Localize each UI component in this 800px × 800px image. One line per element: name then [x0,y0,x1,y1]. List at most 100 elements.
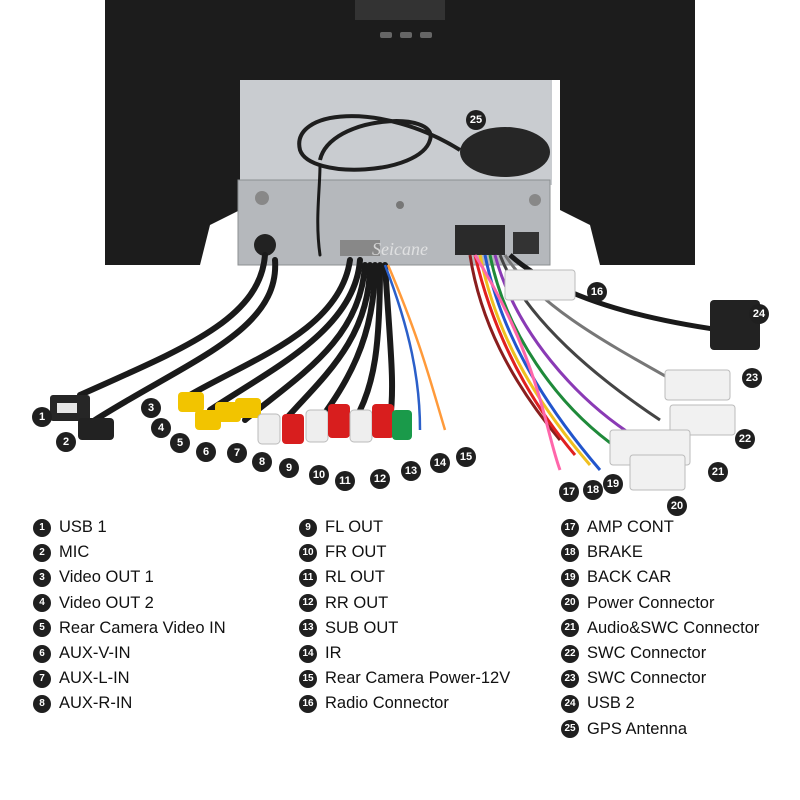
callout-3: 3 [141,398,161,418]
rca-rl-out [349,409,373,443]
legend-number: 24 [561,694,579,713]
callout-8: 8 [252,452,272,472]
rca-video-out-2 [195,410,221,430]
legend-number: 16 [299,694,317,713]
legend-item: 17 AMP CONT [561,515,759,540]
gps-cable [297,114,462,172]
callout-2: 2 [56,432,76,452]
legend-number: 25 [561,720,579,739]
watermark-text: Seicane [372,239,428,259]
rca-fl-out [305,409,329,443]
legend-item: 4 Video OUT 2 [33,591,226,616]
legend-number: 17 [561,518,579,537]
legend-number: 4 [33,594,51,613]
legend-item: 19 BACK CAR [561,565,759,590]
callout-16: 16 [587,282,607,302]
rca-fr-out [328,404,350,438]
frame-screw-2 [400,32,412,38]
legend-item: 22 SWC Connector [561,641,759,666]
legend-number: 6 [33,644,51,663]
legend-number: 15 [299,669,317,688]
swc-connector-23 [664,369,731,401]
legend-label: AUX-R-IN [59,694,133,713]
usb-1-port [57,403,77,413]
legend-label: Video OUT 2 [59,593,154,612]
power-connector [629,454,686,491]
legend-item: 21 Audio&SWC Connector [561,616,759,641]
callout-12: 12 [370,469,390,489]
port-radio [513,232,539,254]
rca-aux-v-in [235,398,261,418]
callout-25: 25 [466,110,486,130]
callout-4: 4 [151,418,171,438]
legend-number: 13 [299,619,317,638]
legend-number: 9 [299,518,317,537]
legend-label: Video OUT 1 [59,568,154,587]
port-rca-block [340,240,380,256]
callout-18: 18 [583,480,603,500]
legend-label: GPS Antenna [587,719,687,738]
callout-11: 11 [335,471,355,491]
legend-number: 3 [33,568,51,587]
legend-label: AUX-V-IN [59,644,131,663]
legend-item: 3 Video OUT 1 [33,565,226,590]
rca-plugs [178,392,412,445]
callout-23: 23 [742,368,762,388]
callout-19: 19 [603,474,623,494]
legend-label: AMP CONT [587,518,674,537]
callout-5: 5 [170,433,190,453]
mic-jack [78,418,114,440]
legend-number: 11 [299,568,317,587]
swc-connector-22 [669,404,736,436]
legend-number: 22 [561,644,579,663]
legend-number: 18 [561,543,579,562]
legend-label: BACK CAR [587,568,672,587]
legend-number: 23 [561,669,579,688]
callout-15: 15 [456,447,476,467]
legend-number: 21 [561,619,579,638]
legend-label: Radio Connector [325,694,449,713]
legend-label: Audio&SWC Connector [587,618,760,637]
legend-label: IR [325,644,342,663]
legend-label: Power Connector [587,593,715,612]
usb-2-plug [710,300,760,350]
callout-10: 10 [309,465,329,485]
legend-label: USB 2 [587,694,635,713]
legend-label: MIC [59,543,90,562]
callout-6: 6 [196,442,216,462]
cable-bundle-left [77,163,396,423]
panel-hole-1 [255,191,269,205]
dash-frame [105,0,695,265]
legend-number: 19 [561,568,579,587]
callout-20: 20 [667,496,687,516]
frame-screw-1 [380,32,392,38]
head-unit-photo: Seicane [50,0,760,491]
legend-number: 1 [33,518,51,537]
legend-number: 7 [33,669,51,688]
frame-screw-3 [420,32,432,38]
callout-7: 7 [227,443,247,463]
callout-9: 9 [279,458,299,478]
port-round-left [254,234,276,256]
legend-item: 24 USB 2 [561,691,759,716]
panel-hole-2 [396,201,404,209]
legend-label: SWC Connector [587,644,707,663]
frame-top-slot [355,0,445,20]
legend-label: Rear Camera Video IN [59,618,226,637]
